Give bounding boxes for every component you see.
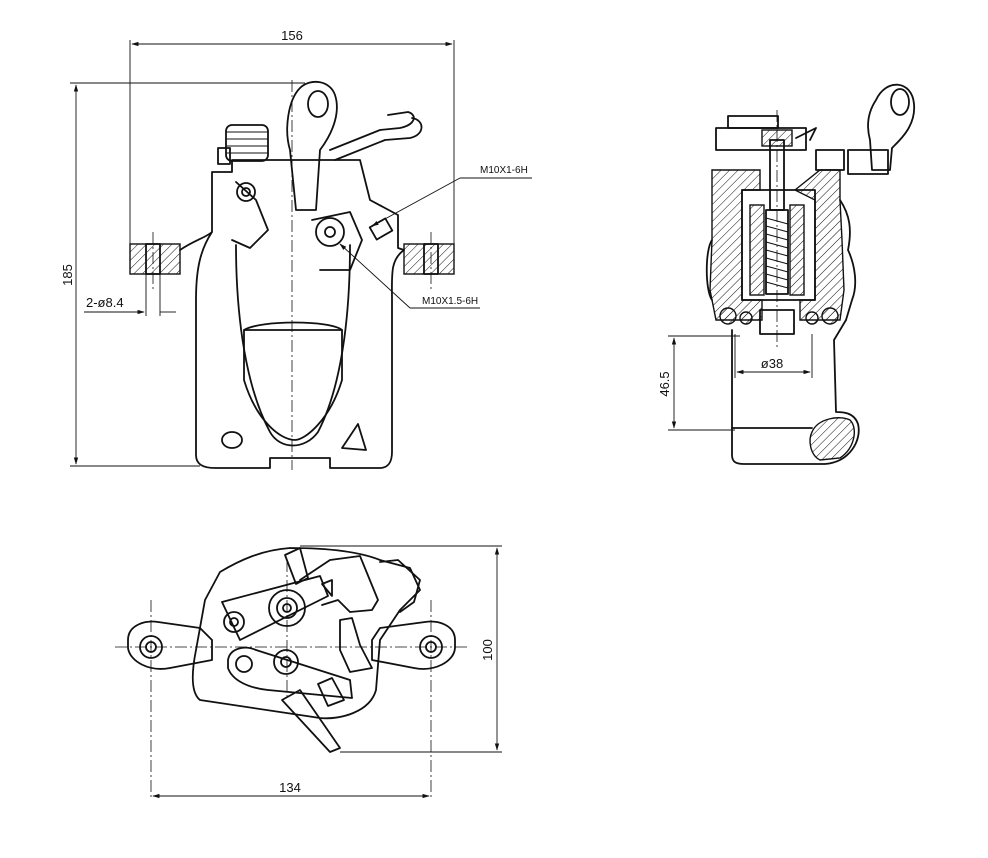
left-mounting-ear (129, 243, 181, 275)
top-housing (191, 547, 421, 720)
side-lever (867, 83, 915, 171)
dim-offset-side: 46.5 (657, 371, 672, 396)
thread-label-lower: M10X1.5-6H (422, 296, 478, 307)
actuator-cam (315, 217, 345, 247)
dim-piston-diameter: ø38 (761, 356, 783, 371)
thread-label-upper: M10X1-6H (480, 165, 528, 176)
spring-coil (217, 124, 269, 165)
dim-hole-front: 2-ø8.4 (86, 295, 124, 310)
dim-width-front: 156 (281, 28, 303, 43)
side-view-section (705, 83, 915, 465)
top-view-dimensions: 134 100 (152, 545, 502, 799)
parking-lever (286, 80, 338, 211)
side-view-dimensions: ø38 46.5 (657, 334, 813, 431)
dim-width-top: 134 (279, 780, 301, 795)
front-view-dimensions: 156 185 2-ø8.4 M10X1-6H M10X1.5-6H (60, 28, 532, 467)
front-view (129, 80, 455, 470)
right-mounting-ear (403, 243, 455, 275)
top-view (115, 547, 470, 800)
dim-depth-top: 100 (480, 639, 495, 661)
dim-height-front: 185 (60, 264, 75, 286)
